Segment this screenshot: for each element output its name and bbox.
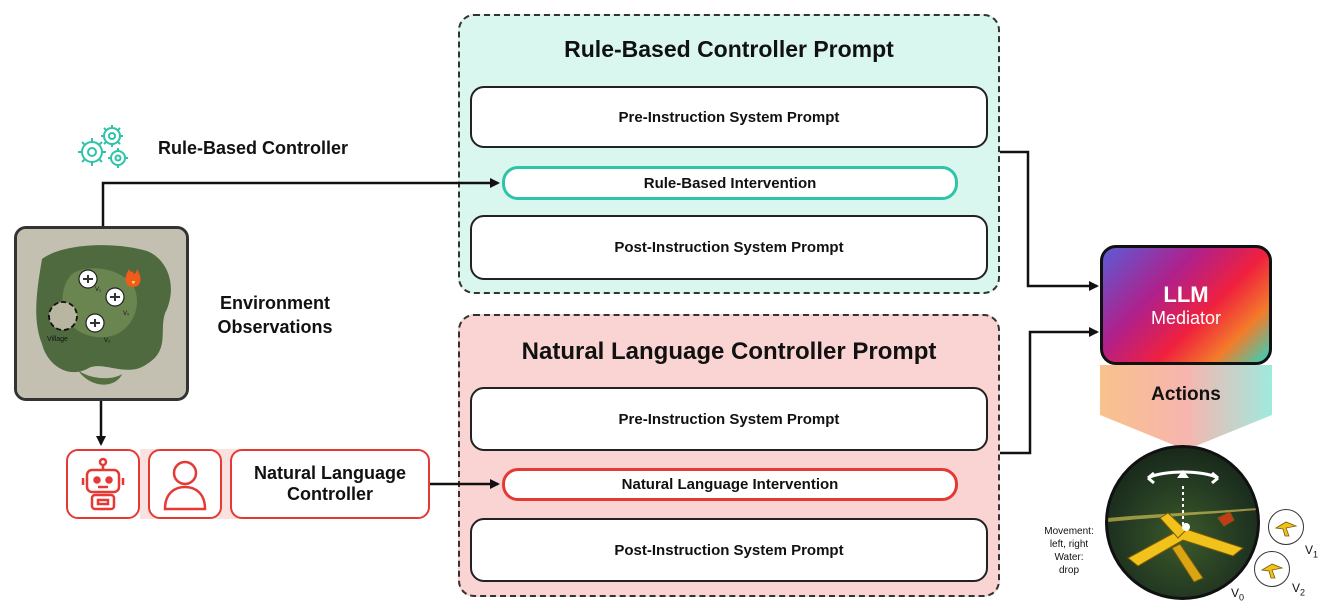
v1-plane-icon <box>1274 521 1298 537</box>
robot-icon <box>81 457 125 511</box>
actions-label: Actions <box>1151 384 1221 405</box>
nl-controller-line1: Natural Language <box>253 463 407 483</box>
svg-text:V₂: V₂ <box>104 338 111 344</box>
drone-view <box>1105 445 1260 600</box>
nl-panel-title: Natural Language Controller Prompt <box>521 338 937 365</box>
mediator-label: Mediator <box>1150 307 1222 328</box>
drone-view-graphic <box>1108 470 1257 583</box>
water-values: drop <box>1058 565 1079 576</box>
rule-based-intervention-box: Rule-Based Intervention <box>502 166 958 200</box>
nl-post-instruction-box: Post-Instruction System Prompt <box>470 518 988 582</box>
arrow-env-to-rule-intervention <box>101 178 500 226</box>
movement-label: Movement: <box>1044 526 1094 537</box>
nl-controller-box: Natural Language Controller <box>230 449 430 519</box>
llm-mediator-box: LLM Mediator <box>1100 245 1272 365</box>
nl-intervention-box: Natural Language Intervention <box>502 468 958 501</box>
environment-observations-label: Environment Observations <box>205 291 345 339</box>
water-label: Water: <box>1054 552 1084 563</box>
v1-label: V1 <box>1305 543 1319 560</box>
rule-pre-instruction-box: Pre-Instruction System Prompt <box>470 86 988 148</box>
person-icon-box <box>148 449 222 519</box>
movement-values: left, right <box>1049 539 1089 550</box>
llm-label: LLM <box>1163 281 1209 307</box>
rule-based-controller-label: Rule-Based Controller <box>158 138 349 158</box>
svg-text:Village: Village <box>47 336 68 343</box>
arrow-nl-panel-to-llm <box>1000 327 1099 455</box>
svg-text:V₁: V₁ <box>95 287 101 293</box>
v0-label: V0 <box>1231 586 1245 603</box>
v2-label: V2 <box>1292 581 1306 598</box>
v2-plane-badge <box>1254 551 1290 587</box>
person-icon <box>163 460 207 511</box>
rule-panel-title: Rule-Based Controller Prompt <box>564 36 894 62</box>
island-map-graphic: Village V₀ V₁ V₂ <box>17 229 186 398</box>
v1-plane-badge <box>1268 509 1304 545</box>
gears-icon <box>78 125 128 168</box>
actions-funnel <box>1100 365 1272 450</box>
environment-map: Village V₀ V₁ V₂ <box>14 226 189 401</box>
fire-icon <box>125 269 141 287</box>
svg-text:V₀: V₀ <box>123 311 130 317</box>
env-label-line1: Environment <box>219 293 330 313</box>
nl-controller-line2: Controller <box>286 484 373 504</box>
env-label-line2: Observations <box>217 317 333 337</box>
action-space-text: Movement: left, right Water: drop <box>1038 525 1100 577</box>
arrow-rule-panel-to-llm <box>1000 150 1099 291</box>
nl-pre-instruction-box: Pre-Instruction System Prompt <box>470 387 988 451</box>
rule-post-instruction-box: Post-Instruction System Prompt <box>470 215 988 280</box>
v2-plane-icon <box>1260 563 1284 579</box>
robot-icon-box <box>66 449 140 519</box>
